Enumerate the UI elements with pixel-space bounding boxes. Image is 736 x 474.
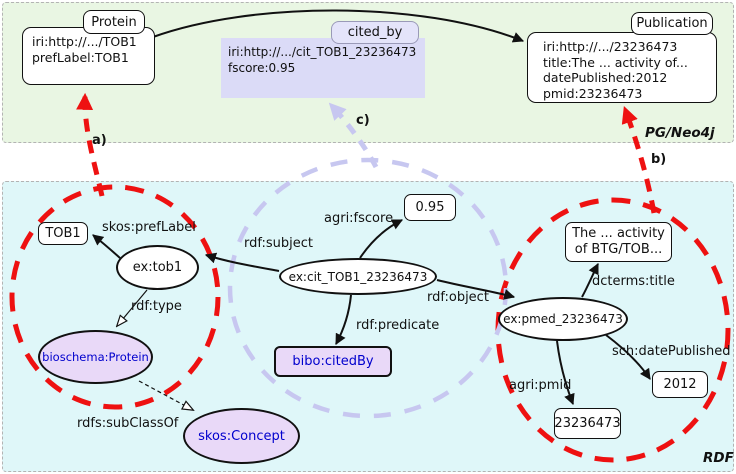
pg-cited-by-edge <box>152 9 525 43</box>
bioschema-protein-node: bioschema:Protein <box>38 330 153 384</box>
protein-node: iri:http://.../TOB1 prefLabel:TOB1 <box>22 27 155 85</box>
mapping-arrow-a-label: a) <box>92 133 107 148</box>
mapping-arrow-b-label: b) <box>651 152 667 167</box>
edge-label-rdf-subject: rdf:subject <box>244 236 313 251</box>
ex-tob1-node: ex:tob1 <box>116 245 199 290</box>
edge-rdf-subject <box>204 252 280 272</box>
pmid-literal-node: 23236473 <box>554 408 621 439</box>
publication-prop-date: datePublished:2012 <box>543 70 668 85</box>
mapping-arrow-a <box>76 92 105 197</box>
cited-by-prop-iri: iri:http://.../cit_TOB1_23236473 <box>228 45 417 59</box>
rdf-section-label: RDF <box>703 450 734 466</box>
edge-label-rdfs-subclassof: rdfs:subClassOf <box>77 416 179 431</box>
edge-agri-fscore <box>359 219 403 259</box>
cited-by-relation-box: iri:http://.../cit_TOB1_23236473 fscore:… <box>221 38 425 98</box>
protein-prop-preflabel: prefLabel:TOB1 <box>32 49 129 65</box>
ex-pmed-node: ex:pmed_23236473 <box>498 297 628 341</box>
edge-skos-preflabel <box>92 234 121 259</box>
title-literal-node: The ... activity of BTG/TOB... <box>565 222 672 262</box>
year-literal-node: 2012 <box>652 371 708 398</box>
protein-prop-iri: iri:http://.../TOB1 <box>32 34 137 49</box>
edge-dcterms-title <box>581 263 599 298</box>
edge-sch-datepublished <box>605 334 651 380</box>
cited-by-prop-fscore: fscore:0.95 <box>228 60 296 75</box>
ex-cit-node: ex:cit_TOB1_23236473 <box>279 258 437 295</box>
cited-by-tab: cited_by <box>331 21 419 44</box>
mapping-arrow-c-label: c) <box>356 113 370 128</box>
edge-rdf-predicate <box>335 294 352 345</box>
mapping-arrow-b <box>621 106 657 214</box>
pg-section-label: PG/Neo4j <box>645 125 715 141</box>
edge-agri-pmid <box>556 340 575 406</box>
edge-rdf-type <box>117 289 148 326</box>
title-literal-line2: of BTG/TOB... <box>574 242 663 257</box>
edge-label-skos-preflabel: skos:prefLabel <box>102 220 196 235</box>
publication-node: iri:http://.../23236473 title:The ... ac… <box>527 32 717 103</box>
fscore-literal-node: 0.95 <box>404 194 456 221</box>
edge-label-rdf-object: rdf:object <box>427 290 489 305</box>
protein-entity-circle <box>9 184 221 410</box>
edge-label-agri-pmid: agri:pmid <box>509 378 572 393</box>
publication-prop-iri: iri:http://.../23236473 <box>543 39 678 54</box>
edge-label-rdf-type: rdf:type <box>131 299 182 314</box>
citation-relation-circle <box>227 157 509 419</box>
publication-node-tab: Publication <box>631 12 713 35</box>
bibo-citedby-node: bibo:citedBy <box>274 346 392 377</box>
publication-prop-pmid: pmid:23236473 <box>543 85 643 101</box>
protein-node-tab: Protein <box>83 10 145 34</box>
edge-label-rdf-predicate: rdf:predicate <box>356 318 440 333</box>
mapping-arrow-c <box>328 102 379 169</box>
skos-concept-node: skos:Concept <box>183 408 300 464</box>
title-literal-line1: The ... activity <box>572 226 665 241</box>
edge-label-agri-fscore: agri:fscore <box>324 211 394 226</box>
edge-rdf-object <box>436 279 516 300</box>
edge-label-sch-datepublished: sch:datePublished <box>612 344 731 359</box>
edge-rdfs-subclassof <box>138 380 193 410</box>
tob1-literal-node: TOB1 <box>38 222 88 245</box>
publication-prop-title: title:The ... activity of... <box>543 54 688 70</box>
edge-label-dcterms-title: dcterms:title <box>592 274 675 289</box>
